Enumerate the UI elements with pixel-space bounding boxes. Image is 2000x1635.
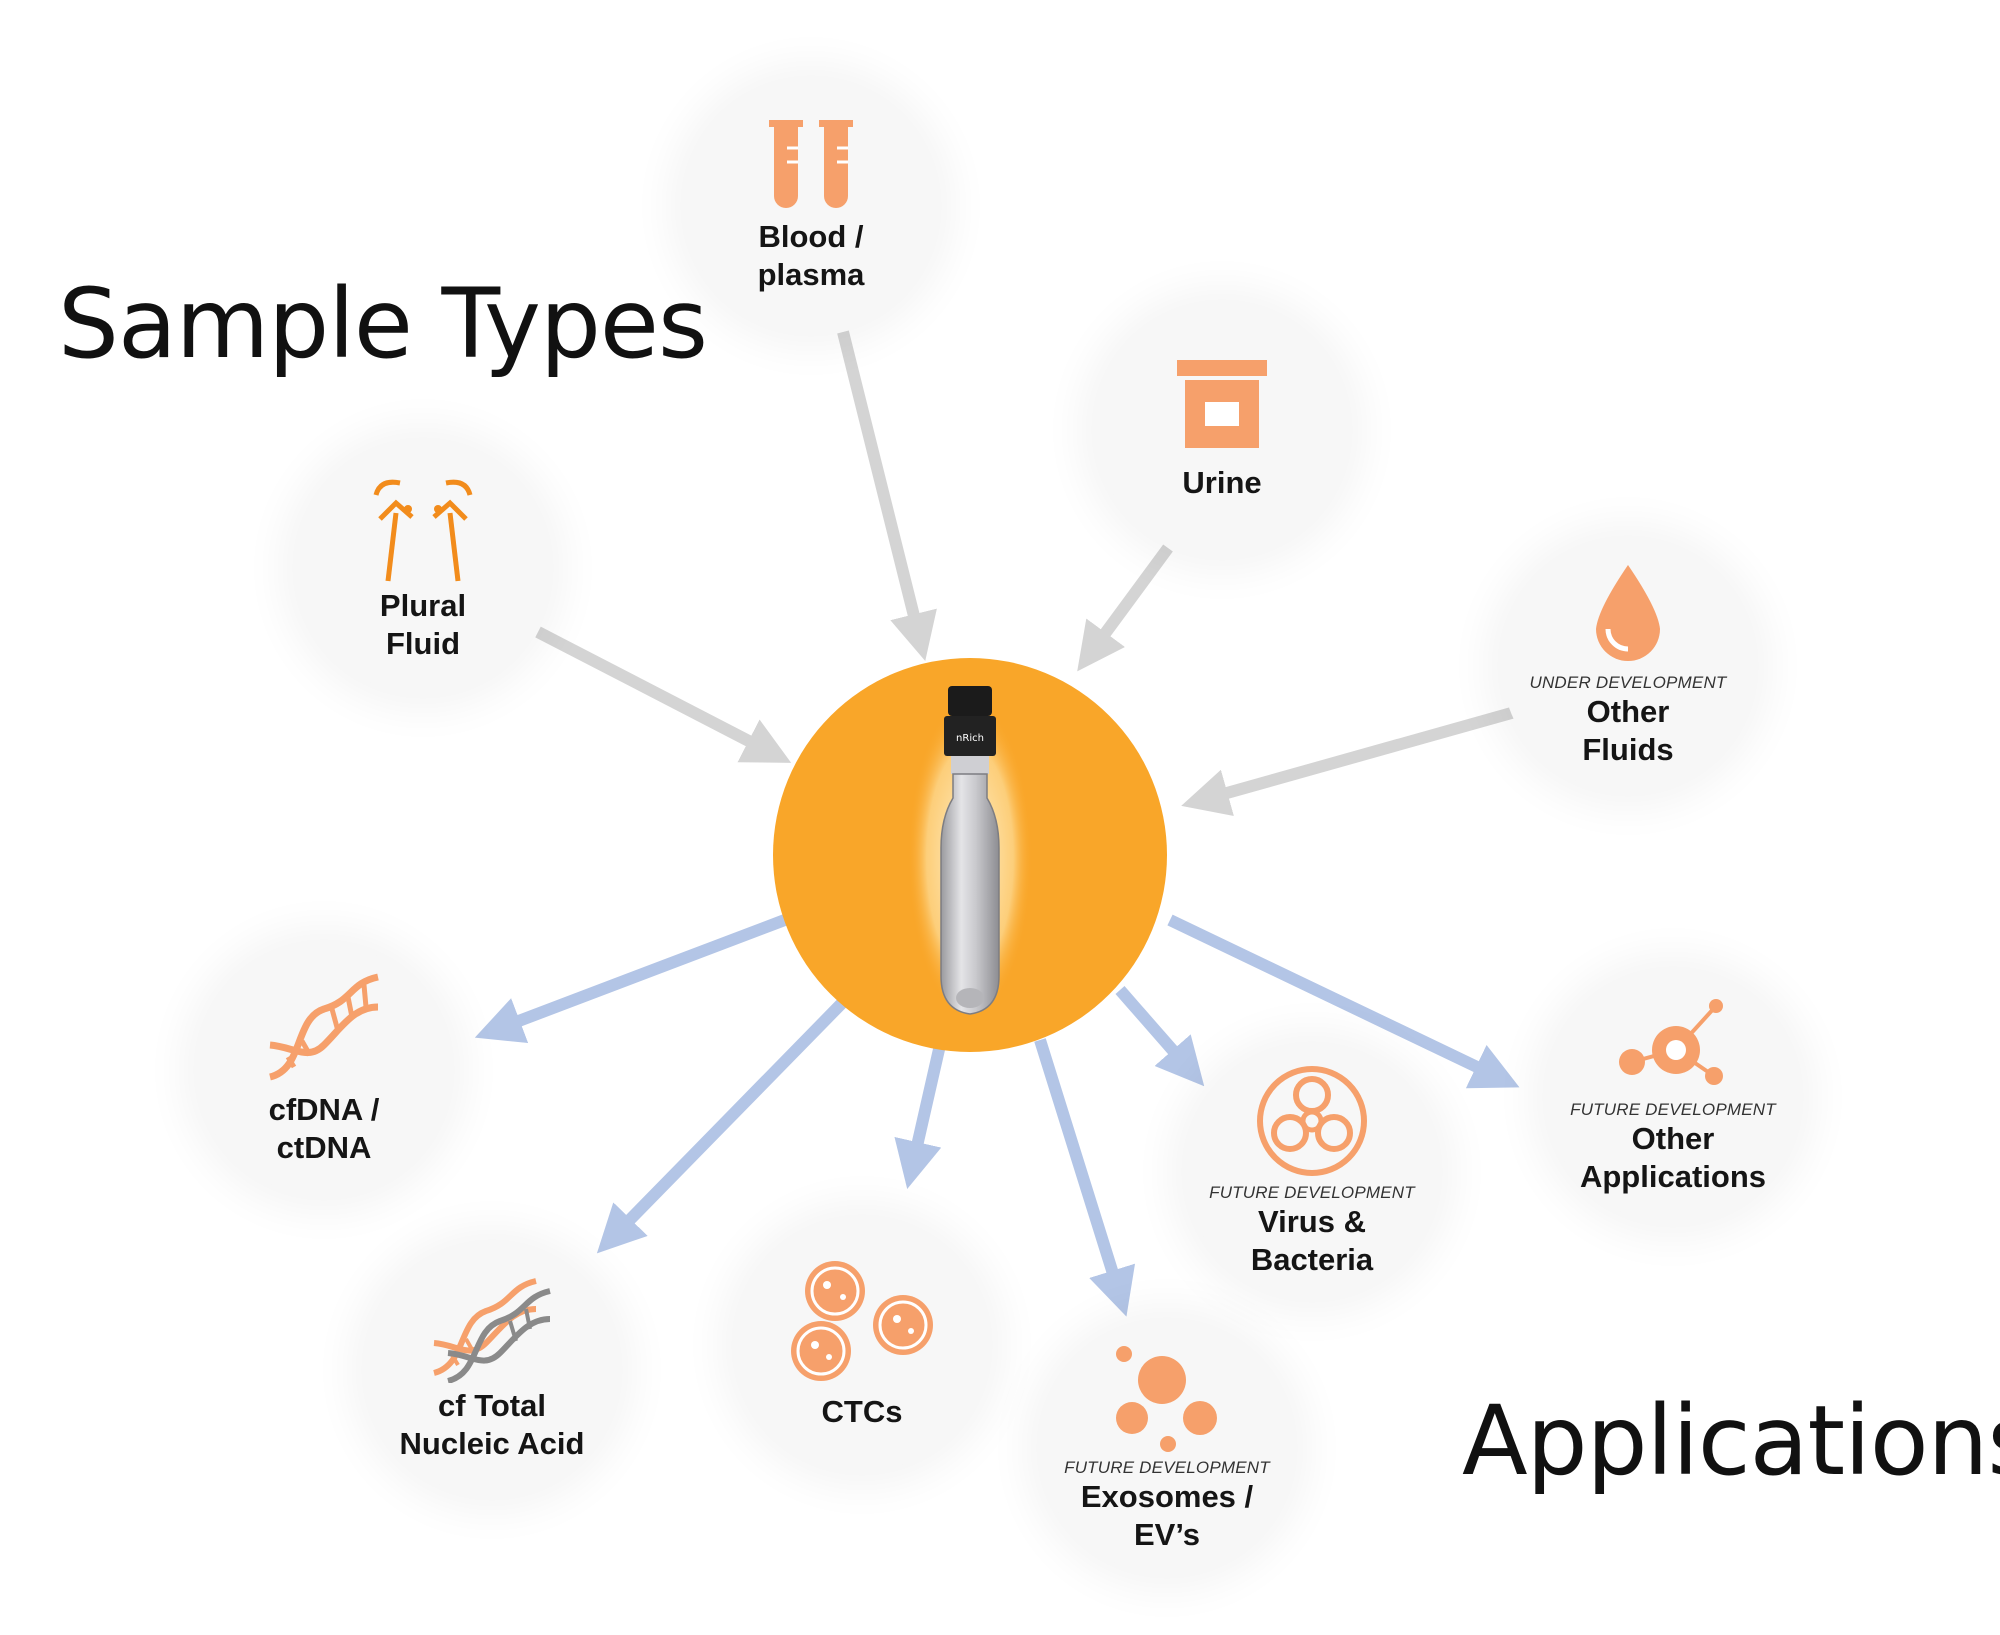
node-label: Blood / plasma — [757, 219, 865, 292]
development-tag: FUTURE DEVELOPMENT — [1064, 1458, 1270, 1477]
application-node-exosomes[interactable]: FUTURE DEVELOPMENT Exosomes / EV’s — [1041, 1322, 1293, 1574]
sample-node-other-fluids[interactable]: UNDER DEVELOPMENT Other Fluids — [1502, 540, 1754, 792]
network-node-icon — [1619, 999, 1723, 1085]
biohazard-icon — [1257, 1066, 1367, 1176]
application-node-cfdna[interactable]: cfDNA / ctDNA — [198, 944, 450, 1196]
arrow-other-fluids-to-hub — [1181, 706, 1517, 816]
arrow-hub-to-ctcs — [894, 1043, 946, 1190]
applications-heading: Applications — [1462, 1385, 2000, 1497]
arrow-hub-to-tna — [596, 995, 850, 1254]
node-label: CTCs — [821, 1394, 903, 1429]
lungs-outline-icon — [373, 479, 473, 582]
application-node-virus[interactable]: FUTURE DEVELOPMENT Virus & Bacteria — [1186, 1046, 1438, 1298]
cells-icon — [791, 1261, 933, 1381]
arrow-plural-to-hub — [535, 626, 792, 763]
node-label: cf Total Nucleic Acid — [399, 1388, 585, 1461]
application-node-tna[interactable]: cf Total Nucleic Acid — [366, 1244, 618, 1496]
node-label: Virus & Bacteria — [1250, 1204, 1374, 1277]
hub-circle: nRich — [773, 658, 1167, 1052]
sample-node-blood[interactable]: Blood / plasma — [685, 80, 937, 332]
bottle-cap-label: nRich — [956, 733, 984, 744]
arrow-hub-to-virus — [1115, 986, 1205, 1087]
arrow-hub-to-other-apps — [1167, 914, 1520, 1089]
vesicles-icon — [1116, 1346, 1217, 1452]
node-label: Exosomes / EV’s — [1080, 1479, 1254, 1552]
dna-double-icon — [433, 1278, 551, 1383]
sample-node-urine[interactable]: Urine — [1096, 304, 1348, 556]
node-label: Plural Fluid — [379, 588, 467, 661]
drop-icon — [1596, 565, 1660, 661]
sample-node-plural[interactable]: Plural Fluid — [297, 442, 549, 694]
nrich-bottle-icon: nRich — [908, 686, 1032, 1018]
development-tag: FUTURE DEVELOPMENT — [1570, 1100, 1776, 1119]
arrow-hub-to-exosomes — [1034, 1038, 1136, 1317]
node-label: Other Fluids — [1582, 694, 1674, 767]
arrow-hub-to-cfdna — [474, 912, 793, 1044]
test-tubes-icon — [769, 120, 853, 208]
dna-icon — [268, 973, 379, 1081]
application-node-other-apps[interactable]: FUTURE DEVELOPMENT Other Applications — [1547, 971, 1799, 1223]
node-label: cfDNA / ctDNA — [268, 1092, 380, 1165]
sample-types-heading: Sample Types — [58, 268, 708, 380]
urine-cup-icon — [1177, 360, 1267, 448]
arrow-urine-to-hub — [1077, 544, 1173, 672]
node-label: Other Applications — [1579, 1121, 1766, 1194]
node-label: Urine — [1182, 465, 1262, 500]
development-tag: UNDER DEVELOPMENT — [1529, 673, 1727, 692]
arrow-blood-to-hub — [837, 330, 937, 661]
application-node-ctcs[interactable]: CTCs — [736, 1219, 988, 1471]
development-tag: FUTURE DEVELOPMENT — [1209, 1183, 1415, 1202]
